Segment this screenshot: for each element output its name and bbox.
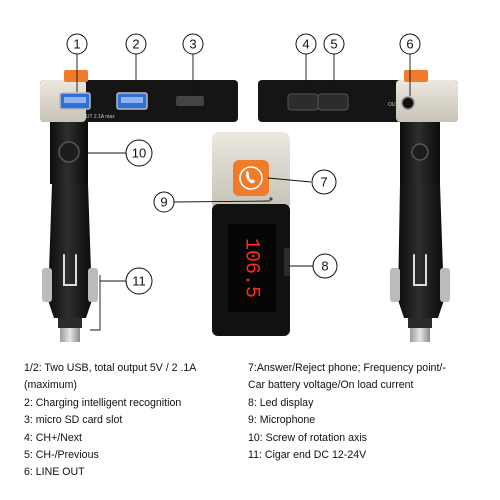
legend-item-answer: 7:Answer/Reject phone; Frequency point/- (248, 362, 446, 374)
svg-text:2: 2 (132, 37, 139, 52)
svg-text:6: 6 (406, 37, 413, 52)
ch-minus-button (317, 93, 349, 111)
center-device: 106.5 (212, 132, 290, 336)
legend-item-line-out: 6: LINE OUT (24, 466, 85, 479)
legend-item-usb-cont: (maximum) (24, 379, 77, 392)
svg-text:1: 1 (73, 37, 80, 52)
svg-text:9: 9 (160, 195, 167, 210)
orange-button-top (64, 70, 88, 82)
svg-text:3: 3 (189, 37, 196, 52)
usb-port-label: OUT 2.1A max (82, 114, 115, 120)
callout-11: 11 (125, 267, 153, 295)
legend-left-column: 1/2: Two USB, total output 5V / 2 .1A (m… (24, 360, 249, 482)
legend-item-answer-cont: Car battery voltage/On load current (248, 379, 414, 392)
ch-plus-button (287, 93, 319, 111)
legend-item-screw: 10: Screw of rotation axis (248, 431, 367, 444)
svg-text:7: 7 (320, 175, 327, 190)
callout-10: 10 (125, 139, 153, 167)
spring-contact-left (42, 268, 52, 302)
callout-3: 3 (182, 33, 204, 55)
led-display (228, 224, 276, 312)
legend-item-led: 8: Led display (248, 396, 314, 409)
microphone-hole (269, 197, 273, 201)
frequency-display: 106.5 (240, 238, 263, 298)
callout-9: 9 (153, 191, 175, 213)
rotation-screw (58, 141, 80, 163)
legend-item-sd-slot: 3: micro SD card slot (24, 414, 123, 427)
sd-card-slot (176, 96, 204, 106)
left-device: OUT 2.1A max (40, 70, 238, 342)
right-device: OUT (258, 70, 458, 342)
svg-text:4: 4 (302, 37, 309, 52)
phone-icon (246, 171, 255, 184)
callout-lines (76, 54, 411, 331)
callout-5: 5 (323, 33, 345, 55)
callout-7: 7 (311, 169, 337, 195)
metal-tip (60, 328, 80, 342)
aux-port-label: OUT (388, 102, 399, 108)
svg-text:11: 11 (132, 274, 146, 289)
callout-6: 6 (399, 33, 421, 55)
svg-text:8: 8 (321, 259, 328, 274)
legend-item-ch-minus: 5: CH-/Previous (24, 449, 99, 462)
legend-item-usb: 1/2: Two USB, total output 5V / 2 .1A (24, 362, 197, 374)
callout-4: 4 (295, 33, 317, 55)
legend-item-cigar: 11: Cigar end DC 12-24V (248, 449, 367, 462)
legend-item-ch-plus: 4: CH+/Next (24, 431, 82, 444)
legend-right-column: 7:Answer/Reject phone; Frequency point/-… (248, 360, 493, 464)
callout-2: 2 (125, 33, 147, 55)
callout-8: 8 (312, 253, 338, 279)
callout-1: 1 (66, 33, 88, 55)
legend-item-charging: 2: Charging intelligent recognition (24, 396, 182, 409)
svg-text:5: 5 (330, 37, 337, 52)
legend-item-mic: 9: Microphone (248, 414, 316, 427)
answer-phone-button (233, 160, 269, 196)
svg-text:10: 10 (132, 146, 146, 161)
product-diagram: OUT 2.1A max OUT (40, 33, 458, 342)
line-out-jack (401, 96, 415, 110)
